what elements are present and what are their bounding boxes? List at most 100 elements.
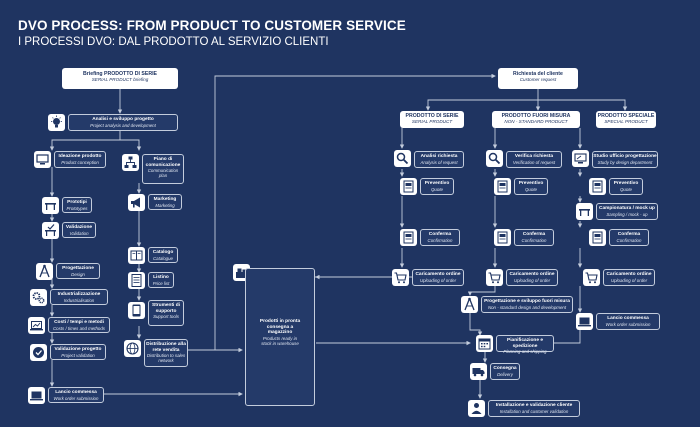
design-title: Progettazione [62, 266, 94, 271]
screen-icon [34, 151, 51, 168]
special-order-upload-title: Caricamento ordine [606, 272, 652, 277]
communication-plan-box: Piano di comunicazione Communication pla… [142, 154, 184, 184]
special-design-study-box: Studio ufficio progettazione Study by de… [592, 151, 658, 168]
title-italian: I PROCESSI DVO: DAL PRODOTTO AL SERVIZIO… [18, 36, 329, 48]
work-order-submission-box: Lancio commessa Work order submission [48, 387, 104, 403]
serial-confirmation-subtitle: Confirmation [427, 237, 453, 243]
magnifier-icon [394, 150, 411, 167]
sales-network-distribution-box: Distribuzione alla rete vendita Distribu… [144, 339, 188, 367]
support-tools-title: Strumenti di supporto [152, 303, 180, 314]
special-design-study-title: Studio ufficio progettazione [593, 154, 657, 159]
person-icon [468, 400, 485, 417]
cart-icon [486, 269, 503, 286]
cart-icon [583, 269, 600, 286]
non-standard-product-subtitle: NON - STANDARD PRODUCT [504, 118, 568, 124]
support-tools-box: Strumenti di supporto Support tools [148, 300, 184, 326]
industrialisation-title: Industrializzazione [57, 292, 101, 297]
costs-times-box: Costi / tempi e metodi Costs / times and… [48, 317, 110, 333]
special-mockup-subtitle: Sampling / mock - up [606, 211, 648, 217]
prototypes-subtitle: Prototypes [66, 205, 88, 211]
serial-order-upload-box: Caricamento ordine Uploading of order [412, 269, 464, 286]
compass-icon [36, 263, 53, 280]
lightbulb-icon [48, 114, 65, 131]
planning-shipping-title: Pianificazione e spedizione [507, 338, 543, 349]
project-analysis-subtitle: Project analysis and development [90, 122, 156, 128]
planning-shipping-subtitle: Planning and shipping [503, 349, 547, 355]
nonstandard-confirmation-box: Conferma Confirmation [514, 229, 554, 246]
special-work-order-box: Lancio commessa Work order submission [596, 313, 660, 330]
quote-document-icon [400, 178, 417, 195]
search-check-icon [486, 150, 503, 167]
special-confirmation-title: Conferma [617, 232, 641, 237]
serial-order-upload-subtitle: Uploading of order [419, 277, 457, 283]
prototypes-title: Prototipi [67, 200, 87, 205]
price-list-subtitle: Price list [152, 280, 170, 286]
serial-analysis-request-box: Analisi richiesta Analysis of request [414, 151, 464, 168]
industrialisation-subtitle: Industrialisation [63, 297, 95, 303]
nonstandard-verification-box: Verifica richiesta Verification of reque… [506, 151, 562, 168]
marketing-subtitle: Marketing [155, 202, 175, 208]
laptop-icon [576, 313, 593, 330]
product-conception-box: Ideazione prodotto Product conception [54, 151, 106, 168]
special-quote-title: Preventivo [613, 181, 639, 186]
project-analysis-title: Analisi e sviluppo progetto [92, 117, 154, 122]
costs-times-subtitle: Costs / times and methods [53, 325, 105, 331]
org-chart-icon [122, 154, 139, 171]
delivery-subtitle: Delivery [497, 371, 513, 377]
special-order-upload-box: Caricamento ordine Uploading of order [603, 269, 655, 286]
warehouse-stock-title: Prodotti in pronta consegna a magazzino [259, 319, 301, 336]
confirmation-document-icon [589, 229, 606, 246]
design-subtitle: Design [71, 271, 85, 277]
laptop-icon [28, 387, 45, 404]
serial-analysis-request-subtitle: Analysis of request [420, 159, 458, 165]
special-order-upload-subtitle: Uploading of order [610, 277, 648, 283]
serial-analysis-request-title: Analisi richiesta [420, 154, 458, 159]
special-work-order-title: Lancio commessa [607, 316, 649, 321]
non-standard-product-title: PRODOTTO FUORI MISURA [501, 112, 571, 119]
industrialisation-box: Industrializzazione Industrialisation [50, 289, 108, 305]
special-work-order-subtitle: Work order submission [605, 321, 651, 327]
design-box: Progettazione Design [56, 263, 100, 279]
mockup-table-icon [576, 203, 593, 220]
sales-network-distribution-subtitle: Distribution to sales network [146, 353, 186, 364]
installation-validation-subtitle: Installation and customer validation [499, 408, 569, 414]
nonstandard-order-upload-subtitle: Uploading of order [513, 277, 551, 283]
nonstandard-quote-subtitle: Quote [525, 186, 537, 192]
warehouse-stock-box: Prodotti in pronta consegna a magazzino … [245, 268, 315, 406]
special-product-header: PRODOTTO SPECIALE SPECIAL PRODUCT [596, 111, 656, 128]
catalogue-box: Catalogo Catalogue [148, 247, 178, 263]
price-list-icon [128, 272, 145, 289]
sales-network-distribution-title: Distribuzione alla rete vendita [146, 342, 186, 353]
special-mockup-box: Campionatura / mock up Sampling / mock -… [596, 203, 658, 220]
communication-plan-title: Piano di comunicazione [145, 157, 181, 168]
communication-plan-subtitle: Communication plan [147, 168, 179, 179]
check-table-icon [42, 222, 59, 239]
confirmation-document-icon [494, 229, 511, 246]
customer-request-title: Richiesta del cliente [513, 71, 563, 77]
tablet-icon [128, 302, 145, 319]
delivery-title: Consegna [493, 366, 517, 371]
validation-subtitle: Validation [69, 230, 89, 236]
briefing-serial-product-header: Briefing PRODOTTO DI SERIE SERIAL PRODUC… [62, 68, 178, 89]
product-conception-title: Ideazione prodotto [58, 154, 102, 159]
serial-quote-subtitle: Quote [431, 186, 443, 192]
serial-confirmation-box: Conferma Confirmation [420, 229, 460, 246]
compass-icon [461, 296, 478, 313]
project-validation-box: Validazione progetto Project validation [50, 344, 106, 360]
catalogue-subtitle: Catalogue [152, 255, 174, 261]
serial-product-subtitle: SERIAL PRODUCT [411, 118, 453, 124]
table-icon [42, 197, 59, 214]
nonstandard-verification-subtitle: Verification of request [512, 159, 556, 165]
globe-icon [124, 340, 141, 357]
nonstandard-verification-title: Verifica richiesta [514, 154, 554, 159]
nonstandard-order-upload-title: Caricamento ordine [509, 272, 555, 277]
design-office-icon [572, 150, 589, 167]
serial-quote-title: Preventivo [424, 181, 450, 186]
nonstandard-design-development-subtitle: Non - standard design and development [487, 304, 567, 310]
serial-order-upload-title: Caricamento ordine [415, 272, 461, 277]
product-conception-subtitle: Product conception [61, 159, 99, 165]
special-mockup-title: Campionatura / mock up [599, 206, 655, 211]
nonstandard-order-upload-box: Caricamento ordine Uploading of order [506, 269, 558, 286]
